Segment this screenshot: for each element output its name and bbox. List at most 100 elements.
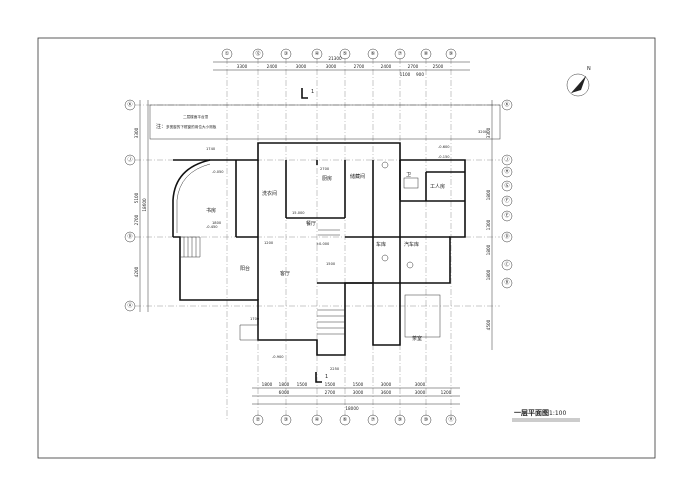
- axis-grid: [135, 58, 500, 420]
- dim-left-0: 3300: [134, 127, 139, 138]
- right-axis-bubbles: Ⓚ Ⓙ Ⓗ Ⓖ Ⓕ Ⓔ Ⓓ Ⓒ Ⓑ: [501, 99, 513, 289]
- room-labels: 书房 客厅 阳台 厨房 餐厅 储藏间 洗衣间 工人房 卫 汽车库 车库 茶室: [206, 172, 445, 342]
- room-aux-garage: 车库: [376, 241, 386, 248]
- axis-top-2: ⑫: [255, 50, 260, 57]
- dim-bottom-r1-0: 1800: [262, 382, 273, 387]
- dim-bottom-r2-5: 1200: [441, 390, 452, 395]
- axis-top-8: ⑧: [424, 51, 429, 57]
- drawing-title: 一层平面图: [514, 408, 549, 417]
- dim-left-3: 4200: [134, 266, 139, 277]
- axis-top-6: ⑥: [371, 51, 376, 57]
- dim-top-3: 3000: [326, 64, 337, 69]
- axis-top-7: ⑦: [398, 51, 403, 57]
- dim-bottom-r1-6: 3000: [415, 382, 426, 387]
- section-mark-bottom: 1: [325, 374, 328, 380]
- bottom-dimensions: 1800 1800 1500 1500 1500 3000 3000 6000 …: [252, 382, 460, 411]
- room-restaurant: 餐厅: [306, 220, 316, 227]
- axis-right-C: Ⓒ: [504, 261, 509, 268]
- axis-bottom-5: ⑦: [371, 417, 376, 423]
- room-study: 书房: [206, 207, 216, 214]
- dim-left-2: 2700: [134, 214, 139, 225]
- note-1700: 1700: [250, 317, 260, 321]
- axis-top-4: ④: [315, 51, 320, 57]
- drawing-scale: 1:100: [549, 410, 566, 417]
- dim-bottom-r1-5: 3000: [381, 382, 392, 387]
- level-6: -0.900: [272, 355, 284, 359]
- room-balcony: 阳台: [240, 265, 250, 272]
- room-toilet: 卫: [406, 172, 411, 178]
- note-1740: 1740: [206, 147, 216, 151]
- section-mark-top: 1: [311, 89, 314, 95]
- axis-bottom-8: ⑪: [448, 416, 453, 423]
- axis-right-G: Ⓖ: [504, 182, 509, 189]
- axis-top-5: ⑤: [343, 51, 347, 57]
- dim-bottom-r2-3: 3600: [381, 390, 392, 395]
- left-dimensions: 3300 5100 2700 4200 18600: [134, 100, 149, 312]
- dim-bottom-r1-1: 1800: [279, 382, 290, 387]
- note-15000: 15.000: [292, 211, 305, 215]
- axis-left-D: Ⓓ: [127, 233, 132, 240]
- dim-top-2: 3000: [296, 64, 307, 69]
- note-text: 多宽窗的下框窗的用位大小测板: [166, 124, 217, 129]
- dim-top-4: 2700: [354, 64, 365, 69]
- axis-right-E: Ⓔ: [504, 212, 509, 219]
- stair-details: [180, 161, 441, 341]
- level-2: -0.600: [438, 145, 450, 149]
- axis-bottom-3: ④: [315, 417, 320, 423]
- axis-right-B: Ⓑ: [504, 279, 509, 286]
- dim-right-2: 1300: [486, 219, 491, 230]
- dim-bottom-r1-4: 1500: [353, 382, 364, 387]
- drawing-notes: 二层楼面平台顶 注： 多宽窗的下框窗的用位大小测板 1 1: [156, 88, 328, 383]
- dim-right-3: 1800: [486, 244, 491, 255]
- bottom-axis-bubbles: ② ③ ④ ⑥ ⑦ ⑨ ⑩ ⑪: [252, 414, 457, 426]
- axis-bottom-1: ②: [256, 417, 261, 423]
- top-axis-bubbles: ① ⑫ ③ ④ ⑤ ⑥ ⑦ ⑧ ⑨: [221, 48, 457, 60]
- dim-bottom-r2-4: 3000: [415, 390, 426, 395]
- dim-bottom-r2-2: 3000: [353, 390, 364, 395]
- axis-top-1: ①: [225, 51, 230, 57]
- level-5: -0.150: [438, 155, 450, 159]
- drawing-frame: [37, 37, 656, 459]
- axis-right-J: Ⓙ: [504, 156, 509, 163]
- room-kitchen: 厨房: [322, 175, 332, 182]
- axis-right-H: Ⓗ: [504, 168, 509, 175]
- level-1: -0.050: [212, 170, 224, 174]
- room-servant: 工人房: [430, 183, 445, 190]
- dim-bottom-r1-2: 1500: [297, 382, 308, 387]
- top-dimensions: 21300 3300 2400 3000 3000 2700 2400 2700…: [213, 56, 470, 77]
- title-block: 一层平面图 1:100: [512, 408, 580, 422]
- axis-left-K: Ⓚ: [127, 101, 132, 108]
- north-label: N: [587, 66, 591, 72]
- dim-right-1: 1800: [486, 189, 491, 200]
- right-dimensions: 3300 1800 1300 1800 1800 4500: [486, 100, 493, 350]
- axis-top-3: ③: [284, 51, 288, 57]
- dim-top-7: 2500: [433, 64, 444, 69]
- dim-left-total: 18600: [142, 198, 147, 212]
- level-4: -0.450: [206, 225, 218, 229]
- room-laundry: 洗衣间: [262, 190, 277, 197]
- note-2250: 2250: [330, 367, 340, 371]
- level-marks: -0.050 -0.600 ±0.000 -0.450 -0.150 -0.90…: [206, 130, 488, 371]
- dim-bottom-total: 18000: [345, 406, 359, 411]
- dim-bottom-r2-1: 2700: [325, 390, 336, 395]
- note-1500: 1500: [326, 262, 336, 266]
- note-top: 二层楼面平台顶: [183, 114, 209, 119]
- axis-right-K: Ⓚ: [504, 101, 509, 108]
- room-tea: 茶室: [412, 335, 422, 342]
- dim-bottom-r2-0: 6000: [279, 390, 290, 395]
- axis-bottom-7: ⑩: [424, 417, 429, 423]
- room-living: 客厅: [280, 270, 290, 277]
- dim-top-total: 21300: [328, 56, 342, 61]
- axis-bottom-4: ⑥: [343, 417, 348, 423]
- room-storage: 储藏间: [350, 173, 365, 180]
- note-2700: 2700: [320, 167, 330, 171]
- dim-right-5: 4500: [486, 319, 491, 330]
- level-3: ±0.000: [316, 242, 330, 246]
- note-3200: 3200: [478, 130, 488, 134]
- dim-top-extra-0: 1100: [400, 72, 411, 77]
- axis-right-F: Ⓕ: [504, 197, 509, 204]
- dim-right-4: 1800: [486, 269, 491, 280]
- note-heading: 注：: [156, 123, 166, 130]
- building-walls: [149, 104, 501, 356]
